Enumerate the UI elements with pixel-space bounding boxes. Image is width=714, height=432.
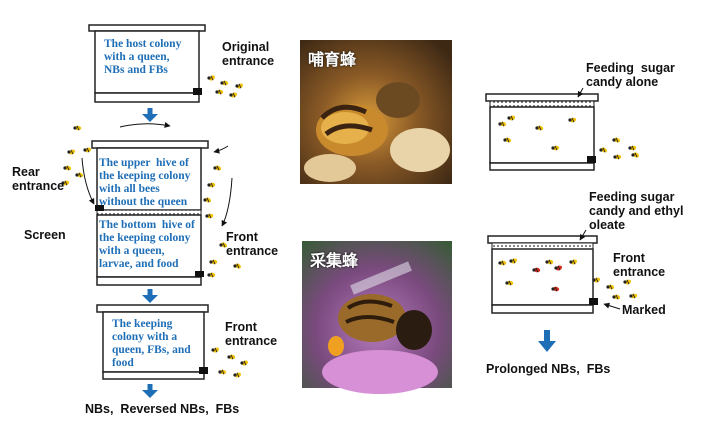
- bee-marker: [83, 147, 92, 153]
- front-entrance-label-1: Front entrance: [226, 230, 279, 258]
- marked-label: Marked: [622, 303, 666, 317]
- curve-arrow-small: [213, 145, 229, 154]
- curve-arrow-top: [119, 122, 171, 128]
- rear-entrance-block: [95, 205, 104, 211]
- bee-marker: [211, 347, 219, 353]
- left-result-label: NBs, Reversed NBs, FBs: [85, 402, 240, 416]
- bee-marker: [612, 137, 621, 143]
- bee-marker: [63, 165, 72, 171]
- bottom-hive-text: The bottom hive of the keeping colony wi…: [99, 219, 195, 270]
- host-colony-text: The host colony with a queen, NBs and FB…: [104, 38, 182, 76]
- keeping-colony-final-hive: [96, 304, 209, 380]
- bee-marker: [599, 147, 607, 153]
- front-entrance-block-2: [199, 367, 208, 374]
- forager-bee-photo: [302, 241, 452, 394]
- bee-markers: [61, 75, 639, 378]
- bee-marker: [613, 154, 622, 160]
- nurse-bee-label: 哺育蜂: [308, 50, 357, 69]
- bee-marker: [227, 354, 236, 360]
- bee-marker: [631, 152, 639, 158]
- screen-label: Screen: [24, 228, 66, 242]
- keeping-colony-text: The keeping colony with a queen, FBs, an…: [112, 318, 191, 369]
- host-colony-hive: [88, 24, 206, 103]
- bee-marker: [229, 92, 238, 98]
- bee-marker: [219, 242, 227, 248]
- bee-marker: [207, 182, 216, 188]
- bee-marker: [554, 265, 563, 271]
- bee-marker: [209, 259, 218, 265]
- upper-hive-text: The upper hive of the keeping colony wit…: [99, 157, 191, 208]
- forager-bee-photo-frame: 采集蜂: [302, 241, 452, 271]
- bee-marker: [569, 259, 577, 265]
- bee-marker: [203, 197, 212, 203]
- bee-marker: [503, 137, 512, 143]
- bee-marker: [545, 259, 554, 265]
- bee-marker: [233, 372, 242, 378]
- bee-marker: [507, 115, 516, 121]
- bee-marker: [240, 360, 249, 366]
- bee-marker: [623, 279, 632, 285]
- candy-layer-1: [489, 100, 595, 108]
- nurse-bee-photo: [300, 40, 452, 184]
- bee-marker: [207, 75, 215, 81]
- nurse-bee-photo-frame: 哺育蜂: [300, 40, 452, 70]
- rear-entrance-label: Rear entrance: [12, 165, 65, 193]
- bee-marker: [509, 258, 517, 264]
- bee-marker: [207, 272, 216, 278]
- bee-marker: [532, 267, 541, 273]
- bee-marker: [220, 80, 229, 86]
- original-entrance-block: [193, 88, 202, 95]
- feeding-arrow-2: [579, 229, 587, 241]
- front-entrance-label-2: Front entrance: [225, 320, 278, 348]
- bee-marker: [67, 149, 76, 155]
- front-entrance-block-1: [195, 271, 204, 277]
- bee-marker: [606, 284, 615, 290]
- bee-marker: [498, 260, 507, 266]
- bee-marker: [628, 145, 637, 151]
- feeding-ethyl-label: Feeding sugar candy and ethyl oleate: [589, 190, 684, 232]
- feeding-alone-label: Feeding sugar candy alone: [586, 61, 675, 89]
- forager-bee-label: 采集蜂: [310, 251, 359, 270]
- candy-layer-2: [491, 242, 594, 250]
- marked-arrow: [603, 302, 621, 310]
- bee-marker: [215, 89, 224, 95]
- ethyl-oleate-hive: [487, 235, 598, 314]
- front-entrance-label-right: Front entrance: [613, 251, 666, 279]
- feeding-arrow-1: [577, 87, 584, 98]
- bee-marker: [73, 125, 82, 131]
- bee-marker: [235, 83, 243, 89]
- bee-marker: [629, 293, 638, 299]
- right-result-label: Prolonged NBs, FBs: [486, 362, 611, 376]
- sugar-candy-hive: [485, 93, 599, 171]
- bee-marker: [551, 145, 560, 151]
- bee-marker: [592, 277, 601, 283]
- bee-marker: [568, 117, 577, 123]
- bee-marker: [75, 172, 84, 178]
- bee-marker: [218, 369, 227, 375]
- bee-marker: [612, 294, 621, 300]
- bee-marker: [505, 280, 514, 286]
- bee-marker: [535, 125, 544, 131]
- keeping-colony-hive: [91, 140, 209, 286]
- bee-marker: [61, 180, 70, 186]
- original-entrance-label: Original entrance: [222, 40, 275, 68]
- curve-arrow-rear: [81, 157, 95, 205]
- bee-marker: [551, 286, 560, 292]
- curve-arrow-front: [221, 177, 233, 227]
- bee-marker: [213, 165, 222, 171]
- bee-marker: [498, 121, 507, 127]
- bee-marker: [205, 213, 214, 219]
- bee-marker: [233, 263, 241, 269]
